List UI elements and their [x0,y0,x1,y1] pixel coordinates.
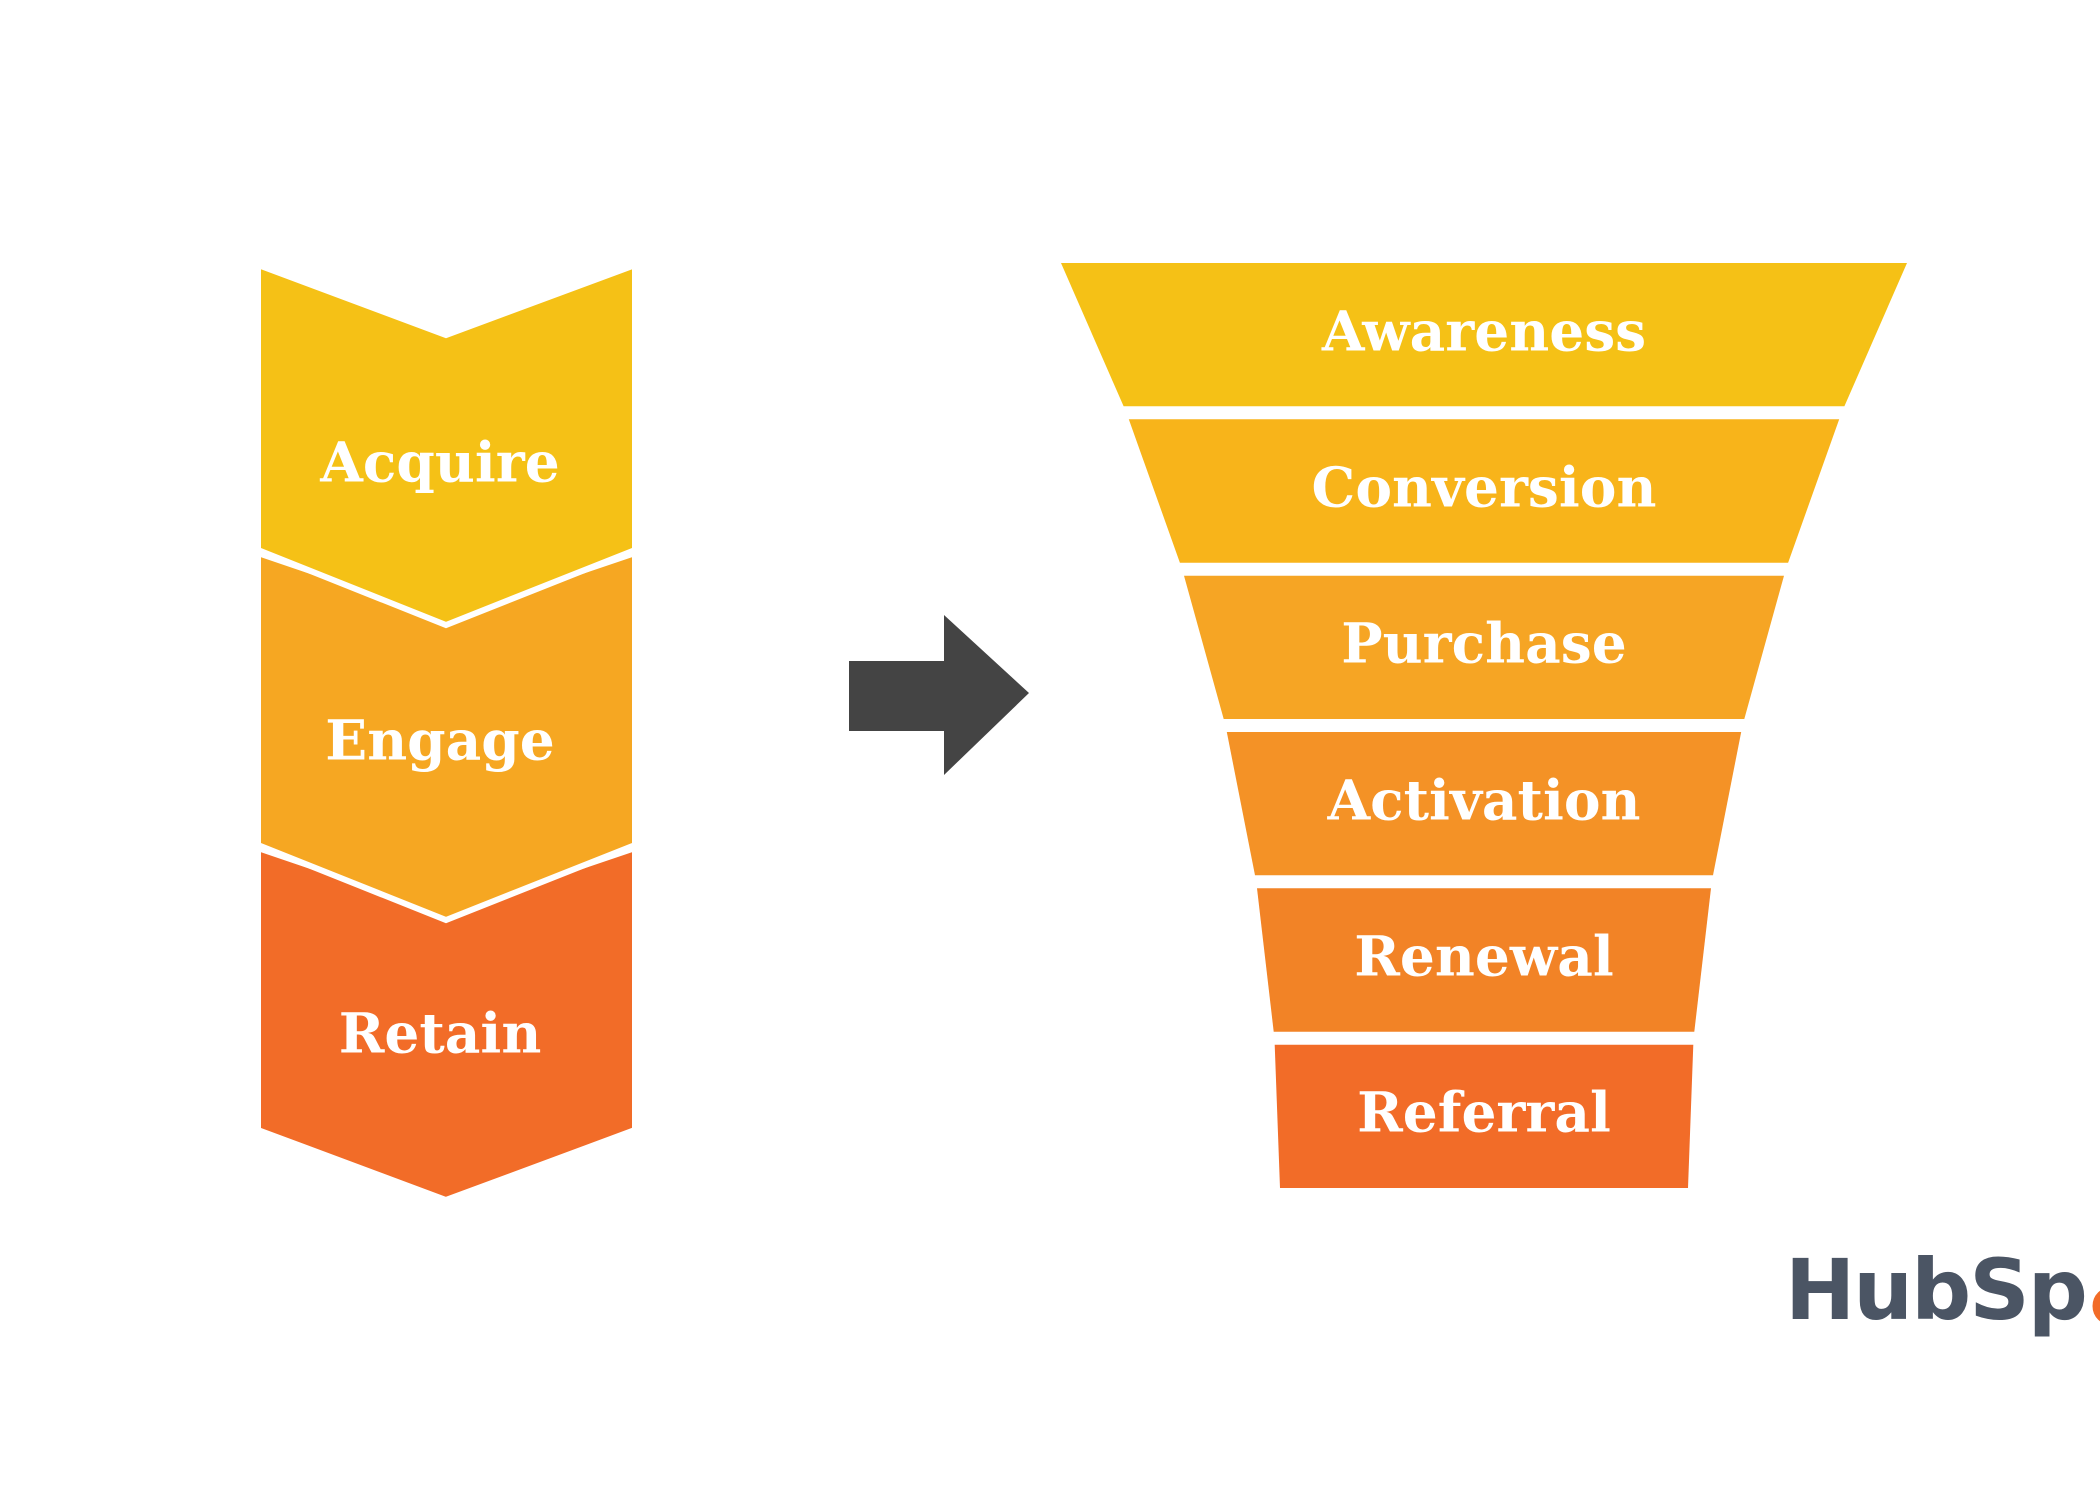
funnel-label-activation: Activation [1327,767,1641,833]
funnel-label-awareness: Awareness [1321,298,1647,364]
chevron-acquire [255,260,638,629]
funnel-label-conversion: Conversion [1311,454,1657,520]
logo-text-sp: Sp [1969,1241,2088,1339]
right-arrow-icon [849,615,1029,775]
chevron-label-engage: Engage [325,707,555,773]
funnel-band-conversion [1128,419,1840,563]
funnel-label-referral: Referral [1357,1079,1611,1145]
logo-text-hub: Hub [1785,1241,1971,1339]
funnel-band-renewal [1257,888,1711,1032]
funnel-label-renewal: Renewal [1354,923,1614,989]
sprocket-icon [2092,1290,2100,1322]
funnel-band-activation [1226,732,1742,876]
funnel-band-referral [1274,1044,1694,1188]
chevron-label-acquire: Acquire [320,429,560,495]
funnel-band-awareness [1061,263,1907,407]
funnel-band-purchase [1184,575,1784,719]
funnel-label-purchase: Purchase [1341,610,1627,676]
chevron-label-retain: Retain [338,1000,542,1066]
